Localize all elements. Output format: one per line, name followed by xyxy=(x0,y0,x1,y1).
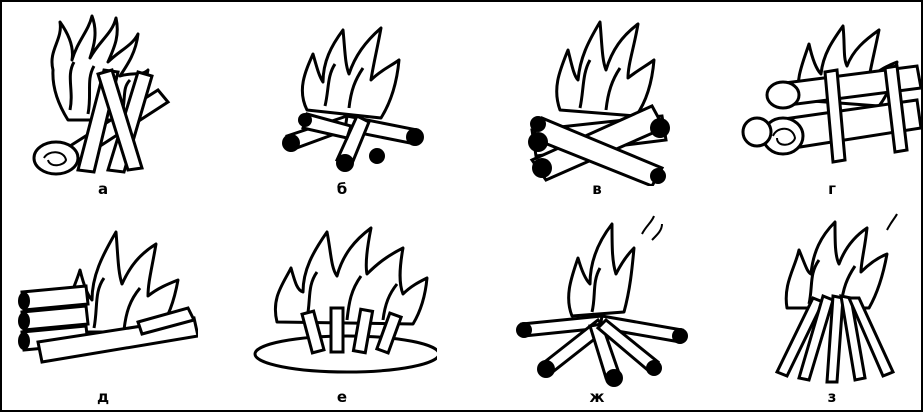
teepee-bonfire-icon xyxy=(737,212,923,388)
figure-e: д xyxy=(8,212,198,412)
figure-a: а xyxy=(8,10,198,210)
figure-g: ж xyxy=(502,212,692,412)
pit-bonfire-icon xyxy=(247,212,437,388)
figure-h: з xyxy=(737,212,923,412)
figure-label-e: д xyxy=(8,388,198,406)
cross-log-bonfire-icon xyxy=(502,10,692,186)
figure-c: в xyxy=(502,10,692,210)
radial-bonfire-icon xyxy=(502,212,692,388)
figure-f: е xyxy=(247,212,437,412)
figure-label-b: б xyxy=(247,180,437,198)
reflector-bonfire-icon xyxy=(8,212,198,388)
figure-label-h: з xyxy=(737,388,923,406)
figure-label-d: г xyxy=(737,180,923,198)
figure-b: б xyxy=(247,10,437,210)
figure-label-f: е xyxy=(247,388,437,406)
star-bonfire-icon xyxy=(247,10,437,186)
figure-label-c: в xyxy=(502,180,692,198)
hut-bonfire-icon xyxy=(8,10,198,186)
figure-d: г xyxy=(737,10,923,210)
figure-label-g: ж xyxy=(502,388,692,406)
figure-label-a: а xyxy=(8,180,198,198)
nodya-bonfire-icon xyxy=(737,10,923,186)
